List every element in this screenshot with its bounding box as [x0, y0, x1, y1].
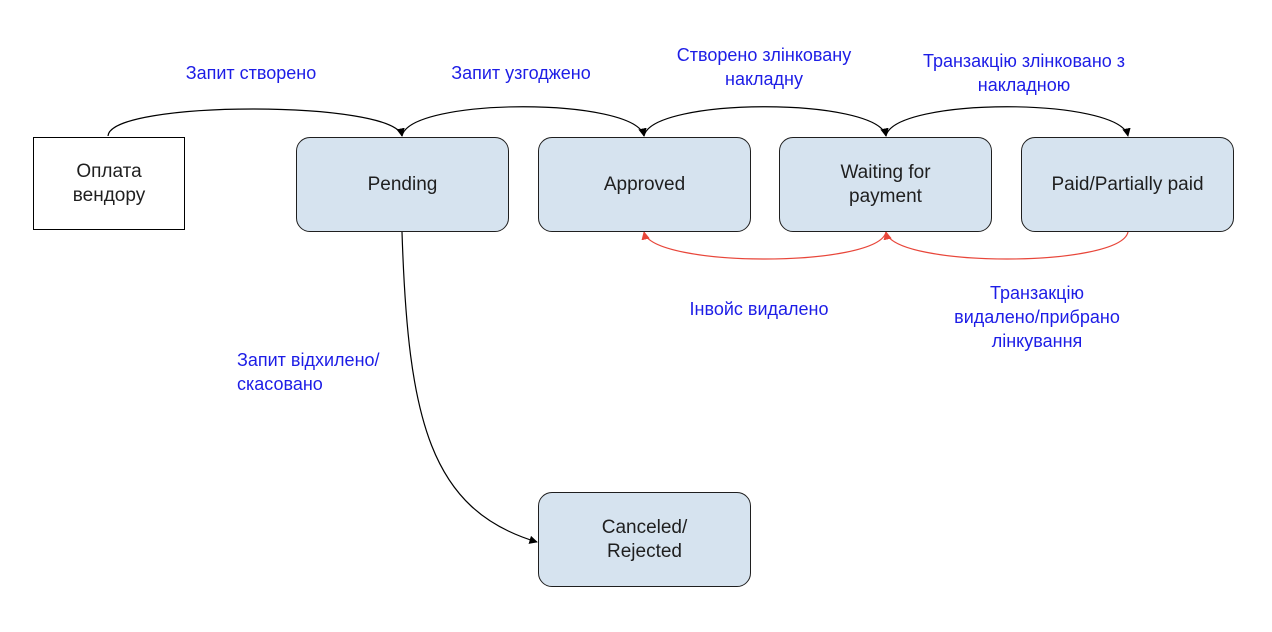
node-paid: Paid/Partially paid: [1021, 137, 1234, 232]
label-transaction-linked: Транзакцію злінковано з накладною: [922, 51, 1126, 95]
node-waiting-for-payment: Waiting for payment: [779, 137, 992, 232]
edge-waiting-to-approved: [641, 231, 887, 260]
label-request-created: Запит створено: [185, 63, 317, 83]
edge-vendor-to-pending: [107, 108, 405, 137]
edge-paid-to-waiting: [883, 231, 1129, 260]
node-approved: Approved: [538, 137, 751, 232]
edge-waiting-to-paid: [885, 106, 1131, 137]
label-request-approved: Запит узгоджено: [451, 63, 591, 83]
label-linked-invoice-created: Створено злінковану накладну: [676, 45, 852, 89]
label-transaction-unlinked: Транзакцію видалено/прибрано лінкування: [954, 283, 1120, 351]
node-canceled-rejected: Canceled/ Rejected: [538, 492, 751, 587]
edge-pending-to-approved: [401, 106, 647, 137]
label-invoice-deleted: Інвойс видалено: [689, 299, 829, 319]
node-vendor-payment: Оплата вендору: [33, 137, 185, 230]
edge-approved-to-waiting: [643, 106, 889, 137]
edge-pending-to-canceled: [401, 231, 538, 544]
node-pending: Pending: [296, 137, 509, 232]
label-request-rejected: Запит відхилено/ скасовано: [237, 350, 380, 394]
